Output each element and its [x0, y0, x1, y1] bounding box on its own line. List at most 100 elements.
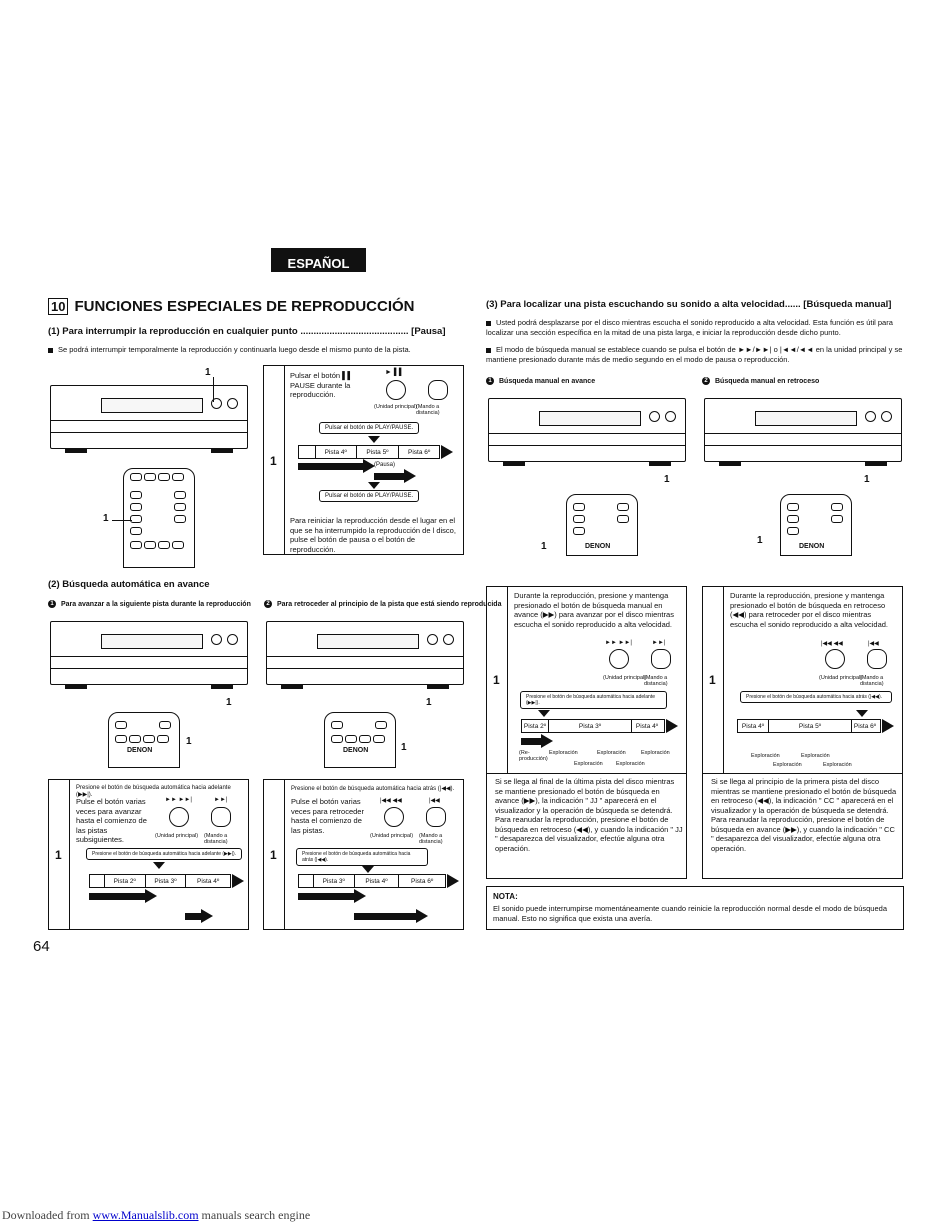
footer-link[interactable]: www.Manualslib.com — [92, 1208, 199, 1222]
scan-label: Exploración — [616, 761, 645, 767]
pause-instruction: Pulsar el botón ▌▌ PAUSE durante la repr… — [290, 371, 353, 399]
auto-backward-box: 1 Presione el botón de búsqueda automáti… — [263, 779, 464, 930]
section-title-text: FUNCIONES ESPECIALES DE REPRODUCCIÓN — [74, 298, 415, 315]
footer: Downloaded from www.Manualslib.com manua… — [2, 1208, 310, 1223]
manual-bullet-row: El modo de búsqueda manual se establece … — [486, 345, 906, 364]
manual-forward-mini: Presione el botón de búsqueda automática… — [520, 691, 667, 709]
nota-box: NOTA: El sonido puede interrumpirse mome… — [486, 886, 904, 930]
brand-logo: DENON — [799, 543, 825, 550]
callout-1: 1 — [226, 697, 232, 708]
auto-backward-bullet: Pulse el botón varias veces para retroce… — [291, 797, 364, 835]
cd-player-illustration — [50, 621, 248, 689]
remote-control-illustration — [123, 468, 195, 568]
backward-button-icon — [825, 649, 845, 669]
forward-button-icon — [169, 807, 189, 827]
pause-label: (Pausa) — [374, 462, 396, 468]
label-remote: (Mando a distancia) — [416, 404, 440, 416]
forward-search-remote-icon: ►►| — [652, 640, 666, 646]
pause-step-box: 1 Pulsar el botón ▌▌ PAUSE durante la re… — [263, 365, 464, 555]
page-number: 64 — [33, 938, 50, 955]
pause-box-top: Pulsar el botón de PLAY/PAUSE. — [319, 422, 420, 434]
cd-player-illustration — [50, 385, 248, 453]
language-tab: ESPAÑOL — [271, 248, 366, 272]
track-label: Pista 2º — [105, 875, 146, 887]
step-number: 1 — [270, 848, 277, 862]
track-bar: Pista 3º Pista 4º Pista 6º — [298, 874, 446, 888]
callout-1-remote: 1 — [401, 742, 407, 753]
forward-button-icon — [609, 649, 629, 669]
label-main-unit: (Unidad principal) — [819, 675, 863, 681]
manual-forward-box: 1 Durante la reproducción, presione y ma… — [486, 586, 687, 879]
brand-logo: DENON — [127, 747, 153, 754]
manual-backward-mini: Presione el botón de búsqueda automática… — [740, 691, 892, 703]
pause-track-bar: Pista 4º Pista 5º Pista 6º — [298, 445, 440, 459]
step-number: 1 — [270, 454, 277, 468]
callout-1-remote: 1 — [541, 541, 547, 552]
play-pause-button-icon — [386, 380, 406, 400]
hand-press-icon — [867, 649, 887, 669]
cd-player-illustration — [704, 398, 902, 466]
track-bar: Pista 2º Pista 3º Pista 4º — [89, 874, 231, 888]
callout-1-remote: 1 — [757, 535, 763, 546]
track-label: Pista 4º — [355, 875, 400, 887]
manual-bullet-row: Usted podrá desplazarse por el disco mie… — [486, 318, 906, 337]
label-main-unit: (Unidad principal) — [370, 833, 414, 839]
forward-skip-icon: ►► ►►| — [165, 797, 192, 803]
bullet-square-icon — [486, 347, 491, 353]
remote-control-illustration: DENON — [780, 494, 852, 556]
callout-1: 1 — [864, 474, 870, 485]
scan-label: Exploración — [641, 750, 670, 756]
scan-label: Exploración — [597, 750, 626, 756]
auto-backward-sub: Para retroceder al principio de la pista… — [277, 600, 502, 608]
callout-1-remote: 1 — [186, 736, 192, 747]
bullet-square-icon — [48, 347, 53, 353]
callout-1-remote: 1 — [103, 513, 109, 524]
scan-label: (Re-producción) — [519, 750, 548, 762]
cd-player-illustration — [266, 621, 464, 689]
auto-forward-bullet: Pulse el botón varias veces para avanzar… — [76, 797, 147, 844]
manual-forward-sub: Búsqueda manual en avance — [499, 377, 596, 385]
track-label: Pista 4º — [738, 720, 769, 732]
label-main-unit: (Unidad principal) — [374, 404, 418, 410]
bullet-square-icon — [486, 320, 491, 326]
cd-player-illustration — [488, 398, 686, 466]
track-label: Pista 4º — [635, 722, 659, 730]
brand-logo: DENON — [343, 747, 369, 754]
label-main-unit: (Unidad principal) — [603, 675, 647, 681]
pause-text-row: Se podrá interrumpir temporalmente la re… — [48, 345, 468, 355]
track-label: Pista 4º — [316, 446, 357, 458]
label-remote: (Mando a distancia) — [204, 833, 228, 845]
track-label: Pista 6º — [853, 722, 877, 730]
backward-skip-remote-icon: |◀◀ — [429, 798, 440, 804]
backward-search-icon: |◀◀ ◀◀ — [821, 641, 843, 647]
auto-forward-sub: Para avanzar a la siguiente pista durant… — [61, 600, 251, 608]
section-title: 10 FUNCIONES ESPECIALES DE REPRODUCCIÓN — [48, 298, 415, 315]
footer-prefix: Downloaded from — [2, 1208, 93, 1222]
callout-1: 1 — [205, 367, 211, 378]
pause-heading: (1) Para interrumpir la reproducción en … — [48, 326, 446, 337]
scan-label: Exploración — [751, 753, 780, 759]
label-main-unit: (Unidad principal) — [155, 833, 199, 839]
track-bar: Pista 4º Pista 5º Pista 6º — [737, 719, 881, 733]
auto-forward-mini: Presione el botón de búsqueda automática… — [86, 848, 243, 860]
track-label: Pista 6º — [411, 877, 434, 885]
manual-bullet: El modo de búsqueda manual se establece … — [486, 345, 903, 364]
step-number: 1 — [55, 848, 62, 862]
auto-heading: (2) Búsqueda automática en avance — [48, 579, 210, 590]
scan-label: Exploración — [801, 753, 830, 759]
auto-forward-box: 1 Presione el botón de búsqueda automáti… — [48, 779, 249, 930]
step-number: 1 — [493, 673, 500, 687]
manual-heading: (3) Para localizar una pista escuchando … — [486, 299, 892, 310]
callout-1: 1 — [426, 697, 432, 708]
forward-skip-remote-icon: ►►| — [214, 797, 228, 803]
label-remote: (Mando a distancia) — [644, 675, 668, 687]
manual-forward-text: Durante la reproducción, presione y mant… — [514, 591, 674, 629]
hand-press-icon — [428, 380, 448, 400]
scan-label: Exploración — [574, 761, 603, 767]
footer-suffix: manuals search engine — [198, 1208, 311, 1222]
label-remote: (Mando a distancia) — [419, 833, 443, 845]
backward-button-icon — [384, 807, 404, 827]
